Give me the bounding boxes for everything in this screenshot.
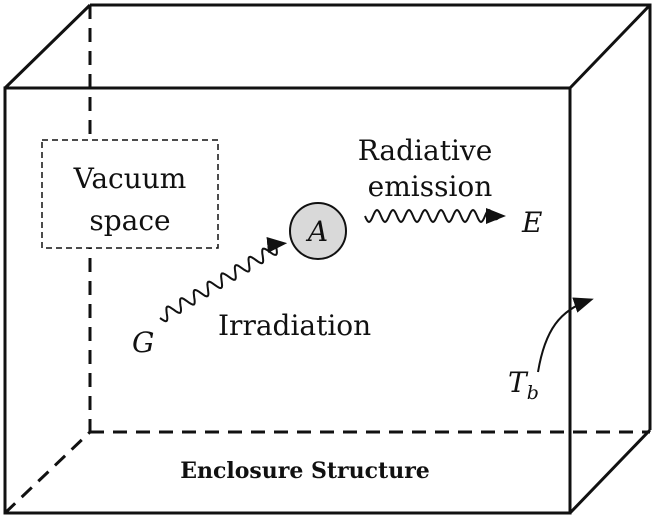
temperature-symbol: Tb (508, 366, 539, 404)
vacuum-space-box (41, 139, 219, 249)
temperature-arrow (537, 297, 594, 373)
irradiation-symbol: G (132, 326, 154, 359)
body-a (289, 202, 347, 260)
vacuum-label-2: space (89, 204, 170, 237)
enclosure-label: Enclosure Structure (180, 458, 430, 484)
vacuum-label-1: Vacuum (73, 162, 187, 195)
front-face (3, 86, 572, 515)
irradiation-wave-arrow (159, 236, 288, 323)
emission-symbol: E (521, 206, 542, 239)
emission-wave-arrow (364, 208, 506, 224)
bottom-left-depth-edge (3, 430, 92, 515)
body-a-label: A (305, 215, 328, 248)
radiative-label-2: emission (368, 170, 493, 203)
radiative-label-1: Radiative (358, 134, 493, 167)
top-right-depth-edge (568, 3, 652, 90)
top-left-depth-edge (3, 3, 92, 90)
irradiation-label: Irradiation (218, 309, 371, 342)
enclosure-box (3, 3, 652, 515)
bottom-right-depth-edge (568, 428, 652, 515)
